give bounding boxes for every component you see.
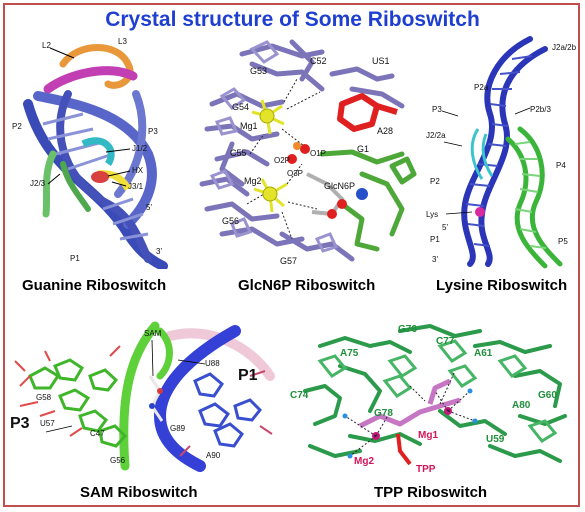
label-p5: P5 bbox=[558, 237, 568, 246]
lysine-riboswitch-panel: J2a/2b P2a P3 P2b/3 J2/2a P4 P2 Lys 5' P… bbox=[420, 34, 578, 269]
label-c55: C55 bbox=[230, 148, 247, 158]
label-u59: U59 bbox=[486, 434, 505, 445]
label-o2p: O2P bbox=[274, 156, 290, 165]
label-p2: P2 bbox=[12, 122, 22, 131]
label-p3: P3 bbox=[10, 415, 30, 432]
label-p1: P1 bbox=[430, 235, 440, 244]
label-p1: P1 bbox=[238, 367, 258, 384]
label-j12: J1/2 bbox=[132, 144, 148, 153]
label-u57: U57 bbox=[40, 419, 55, 428]
label-j23: J2/3 bbox=[30, 179, 46, 188]
label-lys: Lys bbox=[426, 210, 438, 219]
label-l3: L3 bbox=[118, 37, 127, 46]
tpp-structure-image: G76 A75 C77 A61 C74 G78 A80 G60 Mg1 U59 … bbox=[290, 324, 567, 475]
sam-structure-image: SAM G58 P3 U57 C47 G56 U88 P1 G89 A90 bbox=[10, 321, 275, 472]
label-p2: P2 bbox=[430, 177, 440, 186]
label-a61: A61 bbox=[474, 348, 493, 359]
label-a90: A90 bbox=[206, 451, 221, 460]
label-five-prime: 5' bbox=[442, 223, 448, 232]
glcn6p-caption: GlcN6P Riboswitch bbox=[238, 277, 376, 294]
label-c47: C47 bbox=[90, 429, 105, 438]
label-g57: G57 bbox=[280, 256, 297, 266]
label-g89: G89 bbox=[170, 424, 186, 433]
glcn6p-structure-image: G53 C52 US1 G54 Mg1 A28 C55 O2P O1P G1 M… bbox=[199, 39, 417, 266]
label-mg2: Mg2 bbox=[354, 456, 374, 467]
label-j31: J3/1 bbox=[128, 182, 144, 191]
label-mg1: Mg1 bbox=[240, 121, 258, 131]
label-hx: HX bbox=[132, 166, 144, 175]
glcn6p-riboswitch-panel: G53 C52 US1 G54 Mg1 A28 C55 O2P O1P G1 M… bbox=[192, 34, 420, 269]
label-g76: G76 bbox=[398, 324, 417, 335]
lysine-caption: Lysine Riboswitch bbox=[436, 277, 568, 294]
label-g1: G1 bbox=[357, 144, 369, 154]
label-a75: A75 bbox=[340, 348, 359, 359]
label-g53: G53 bbox=[250, 66, 267, 76]
label-g58: G58 bbox=[36, 393, 52, 402]
label-p2b3: P2b/3 bbox=[530, 105, 551, 114]
tpp-caption: TPP Riboswitch bbox=[374, 484, 488, 501]
label-u88: U88 bbox=[205, 359, 220, 368]
tpp-riboswitch-panel: G76 A75 C77 A61 C74 G78 A80 G60 Mg1 U59 … bbox=[290, 316, 574, 476]
label-p4: P4 bbox=[556, 161, 566, 170]
label-j22a: J2/2a bbox=[426, 131, 446, 140]
label-glcn6p: GlcN6P bbox=[324, 181, 355, 191]
label-g60: G60 bbox=[538, 390, 557, 401]
label-a28: A28 bbox=[377, 126, 393, 136]
label-g78: G78 bbox=[374, 408, 393, 419]
label-mg2: Mg2 bbox=[244, 176, 262, 186]
label-three-prime: 3' bbox=[432, 255, 438, 264]
guanine-structure-image: L2 L3 P2 P3 J1/2 HX J3/1 J2/3 5' 3' P1 bbox=[12, 37, 168, 269]
label-l2: L2 bbox=[42, 41, 51, 50]
label-o1p: O1P bbox=[310, 149, 326, 158]
label-p3: P3 bbox=[148, 127, 158, 136]
sam-riboswitch-panel: SAM G58 P3 U57 C47 G56 U88 P1 G89 A90 bbox=[10, 316, 278, 476]
label-us1: US1 bbox=[372, 56, 390, 66]
guanine-riboswitch-panel: L2 L3 P2 P3 J1/2 HX J3/1 J2/3 5' 3' P1 bbox=[8, 34, 188, 269]
figure-title: Crystal structure of Some Riboswitch bbox=[105, 8, 480, 31]
label-j2a2b: J2a/2b bbox=[552, 43, 577, 52]
label-p1: P1 bbox=[70, 254, 80, 263]
label-mg1: Mg1 bbox=[418, 430, 438, 441]
label-o3p: O3P bbox=[287, 169, 303, 178]
label-p3: P3 bbox=[432, 105, 442, 114]
label-p2a: P2a bbox=[474, 83, 489, 92]
label-c74: C74 bbox=[290, 390, 309, 401]
guanine-caption: Guanine Riboswitch bbox=[22, 277, 167, 294]
label-sam: SAM bbox=[144, 329, 162, 338]
sam-caption: SAM Riboswitch bbox=[80, 484, 198, 501]
label-a80: A80 bbox=[512, 400, 531, 411]
label-g56: G56 bbox=[110, 456, 126, 465]
label-three-prime: 3' bbox=[156, 247, 162, 256]
lysine-structure-image: J2a/2b P2a P3 P2b/3 J2/2a P4 P2 Lys 5' P… bbox=[426, 36, 577, 269]
label-g56: G56 bbox=[222, 216, 239, 226]
label-c52: C52 bbox=[310, 56, 327, 66]
label-tpp: TPP bbox=[416, 464, 436, 475]
label-five-prime: 5' bbox=[146, 203, 152, 212]
label-g54: G54 bbox=[232, 102, 249, 112]
label-c77: C77 bbox=[436, 336, 455, 347]
